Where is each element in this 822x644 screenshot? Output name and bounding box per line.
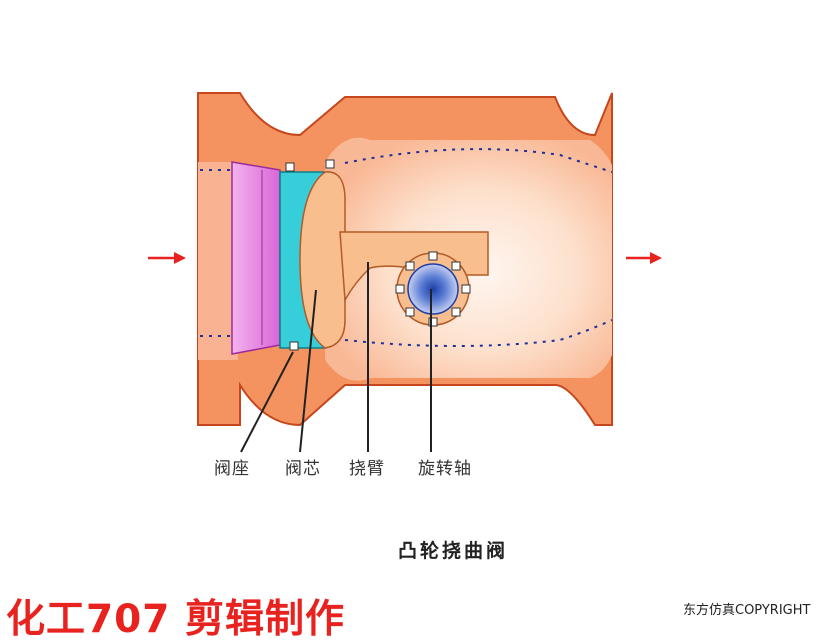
dashed-line-bottom <box>200 319 613 347</box>
diagram-title: 凸轮挠曲阀 <box>398 540 509 562</box>
copyright-text: 东方仿真COPYRIGHT <box>683 603 811 618</box>
leader-lines <box>240 262 432 453</box>
seal-square-right <box>325 159 335 169</box>
valve-disc-face <box>299 171 346 349</box>
outlet-arrow <box>626 252 662 264</box>
valve-seat <box>231 161 281 355</box>
label-flex-arm: 挠臂 <box>349 459 385 479</box>
inlet-arrow <box>148 252 186 264</box>
shaft-teeth <box>395 251 471 327</box>
seal-square-bottom <box>289 341 299 351</box>
seal-square-top <box>285 162 295 172</box>
dashed-line-top <box>200 148 613 173</box>
rotating-shaft <box>407 263 459 315</box>
label-rotating-shaft: 旋转轴 <box>418 459 472 479</box>
label-valve-seat: 阀座 <box>214 459 250 479</box>
watermark-text: 化工707 剪辑制作 <box>6 597 345 642</box>
label-valve-disc: 阀芯 <box>285 459 321 479</box>
